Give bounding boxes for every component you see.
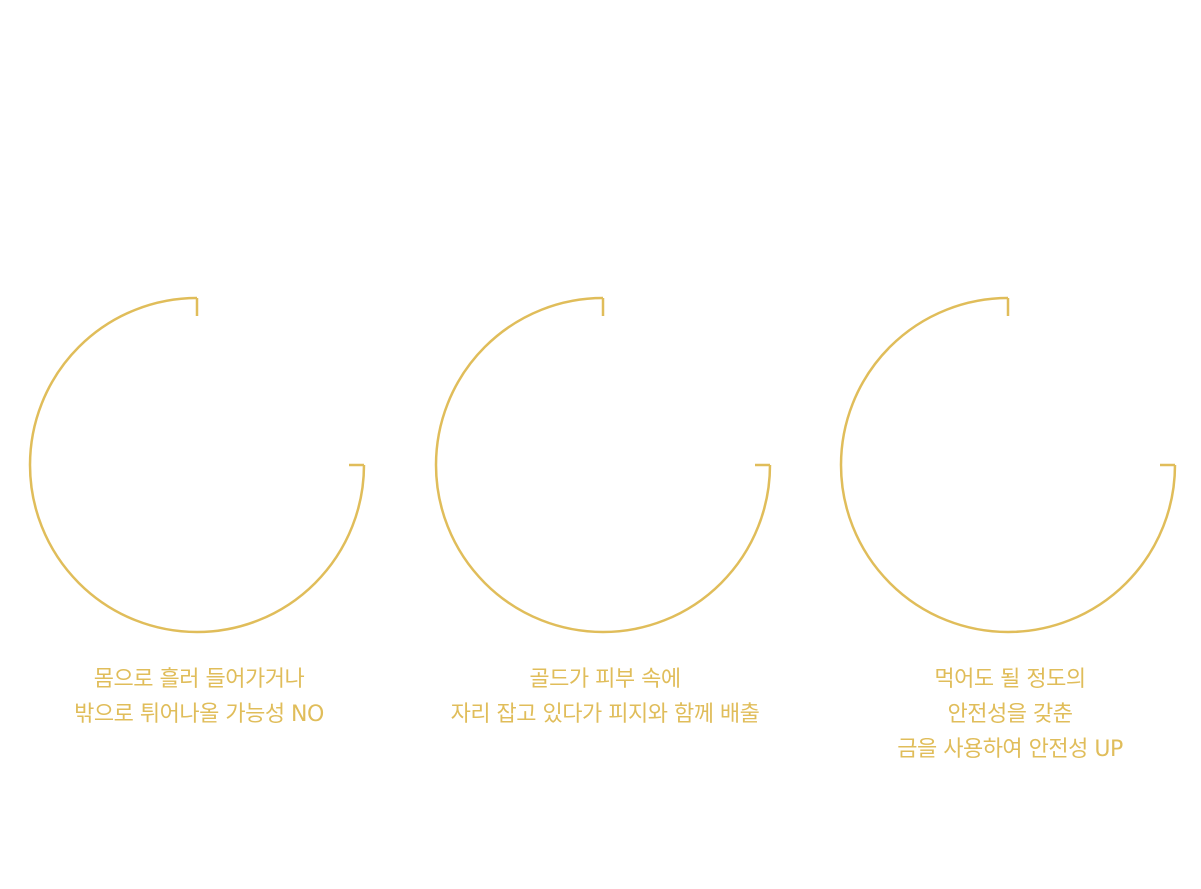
caption-line: 골드가 피부 속에 (529, 667, 681, 692)
feature-card-2: 골드가 피부 속에 자리 잡고 있다가 피지와 함께 배출 (434, 296, 775, 727)
ring-graphic (28, 296, 366, 634)
ring-arc (434, 296, 772, 634)
ring-graphic (839, 296, 1177, 634)
caption-line: 몸으로 흘러 들어가거나 (93, 667, 305, 692)
feature-caption: 몸으로 흘러 들어가거나 밖으로 튀어나올 가능성 NO (0, 662, 409, 732)
ring-arc (28, 296, 366, 634)
caption-line: 금을 사용하여 안전성 UP (897, 737, 1123, 762)
feature-caption: 골드가 피부 속에 자리 잡고 있다가 피지와 함께 배출 (395, 662, 815, 732)
ring-graphic (434, 296, 772, 634)
caption-line: 밖으로 튀어나올 가능성 NO (74, 702, 324, 727)
feature-caption: 먹어도 될 정도의 안전성을 갖춘 금을 사용하여 안전성 UP (800, 662, 1201, 767)
caption-line: 자리 잡고 있다가 피지와 함께 배출 (450, 702, 760, 727)
caption-line: 먹어도 될 정도의 (934, 667, 1086, 692)
feature-card-1: 몸으로 흘러 들어가거나 밖으로 튀어나올 가능성 NO (28, 296, 369, 727)
feature-card-3: 먹어도 될 정도의 안전성을 갖춘 금을 사용하여 안전성 UP (839, 296, 1180, 762)
caption-line: 안전성을 갖춘 (947, 702, 1073, 727)
ring-arc (839, 296, 1177, 634)
